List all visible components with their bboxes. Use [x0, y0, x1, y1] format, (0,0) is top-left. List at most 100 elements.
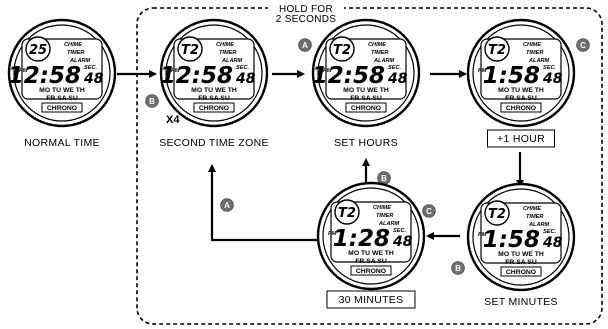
indicator-label: CHIME: [216, 42, 234, 48]
time-display: 12:58: [8, 63, 81, 89]
time-display: 12:58: [160, 63, 233, 89]
pm-label: PM: [171, 68, 180, 74]
seconds-display: 48: [392, 234, 413, 250]
seconds-display: 48: [83, 71, 104, 87]
zone-indicator-ring: [484, 36, 510, 62]
indicator-label: ALARM: [373, 58, 395, 64]
pm-label: PM: [323, 68, 332, 74]
seconds-display: 48: [235, 71, 256, 87]
indicator-label: TIMER: [376, 213, 393, 219]
sec-label: SEC.: [543, 229, 557, 235]
zone-indicator: T2: [338, 206, 356, 221]
caption-box: [326, 290, 416, 309]
caption-second-tz: SECOND TIME ZONE: [159, 137, 269, 149]
indicator-label: ALARM: [528, 222, 550, 228]
indicator-label: TIMER: [219, 50, 236, 56]
weekday-row-2: FR SA SU: [505, 259, 537, 266]
zone-indicator: T2: [181, 43, 199, 58]
side-button-letter: B: [455, 264, 461, 273]
indicator-label: CHIME: [523, 42, 541, 48]
side-button-a: A: [298, 38, 312, 52]
press-count: X4: [166, 114, 180, 126]
weekday-row-1: MO TU WE TH: [191, 87, 237, 94]
chrono-box: [41, 102, 83, 113]
hold-region-border: [136, 7, 603, 325]
zone-indicator: 25: [29, 43, 47, 58]
sec-label: SEC.: [543, 65, 557, 71]
side-button-letter: C: [580, 41, 586, 50]
connector-button-a-letter: A: [224, 201, 230, 210]
pm-label: PM: [478, 68, 487, 74]
side-button-b: B: [451, 261, 465, 275]
chrono-box: [500, 266, 542, 277]
connector-button-b-letter: B: [381, 174, 387, 183]
side-button-letter: B: [149, 97, 155, 106]
indicator-label: CHIME: [523, 206, 541, 212]
indicator-label: ALARM: [378, 221, 400, 227]
weekday-row-2: FR SA SU: [198, 95, 230, 102]
indicator-label: TIMER: [371, 50, 388, 56]
chrono-box: [345, 102, 387, 113]
indicator-label: TIMER: [67, 50, 84, 56]
indicator-label: TIMER: [526, 214, 543, 220]
chrono-box: [500, 102, 542, 113]
zone-indicator-ring: [334, 199, 360, 225]
seconds-display: 48: [387, 71, 408, 87]
weekday-row-1: MO TU WE TH: [39, 87, 85, 94]
pm-label: PM: [19, 68, 28, 74]
zone-indicator-ring: [25, 36, 51, 62]
weekday-row-1: MO TU WE TH: [348, 250, 394, 257]
zone-indicator: T2: [333, 43, 351, 58]
seconds-display: 48: [542, 71, 563, 87]
caption-set-hours: SET HOURS: [334, 137, 398, 149]
chrono-label: CHRONO: [356, 268, 386, 275]
chrono-box: [350, 265, 392, 276]
side-button-letter: C: [426, 207, 432, 216]
weekday-row-1: MO TU WE TH: [343, 87, 389, 94]
indicator-label: ALARM: [221, 58, 243, 64]
chrono-label: CHRONO: [506, 269, 536, 276]
chrono-label: CHRONO: [47, 105, 77, 112]
flow-arrows: [117, 70, 524, 242]
side-button-c: C: [576, 38, 590, 52]
weekday-row-2: FR SA SU: [350, 95, 382, 102]
weekday-row-1: MO TU WE TH: [498, 251, 544, 258]
indicator-label: ALARM: [528, 58, 550, 64]
time-display: 12:58: [312, 63, 385, 89]
side-button-c: C: [422, 204, 436, 218]
connector-button-a: A: [220, 198, 234, 212]
caption-normal: NORMAL TIME: [24, 137, 100, 149]
zone-indicator-ring: [177, 36, 203, 62]
weekday-row-2: FR SA SU: [505, 95, 537, 102]
indicator-label: CHIME: [373, 205, 391, 211]
caption-set-minutes: SET MINUTES: [484, 296, 558, 308]
caption-box: [487, 129, 555, 148]
sec-label: SEC.: [236, 65, 250, 71]
sec-label: SEC.: [388, 65, 402, 71]
side-button-letter: A: [302, 41, 308, 50]
zone-indicator: T2: [488, 207, 506, 222]
weekday-row-1: MO TU WE TH: [498, 87, 544, 94]
hold-label-line2: 2 SECONDS: [276, 14, 337, 25]
time-display: 1:28: [333, 226, 390, 252]
chrono-label: CHRONO: [199, 105, 229, 112]
arrow-thirty-to-tz: [208, 164, 318, 242]
weekday-row-2: FR SA SU: [355, 258, 387, 265]
sec-label: SEC.: [393, 228, 407, 234]
sec-label: SEC.: [84, 65, 98, 71]
indicator-label: CHIME: [368, 42, 386, 48]
side-button-b: B: [145, 94, 159, 108]
caption-thirty-min: 30 MINUTES: [339, 294, 404, 306]
indicator-label: TIMER: [526, 50, 543, 56]
hold-label-line1: HOLD FOR: [279, 4, 333, 15]
zone-indicator-ring: [484, 200, 510, 226]
weekday-row-2: FR SA SU: [46, 95, 78, 102]
chrono-label: CHRONO: [506, 105, 536, 112]
